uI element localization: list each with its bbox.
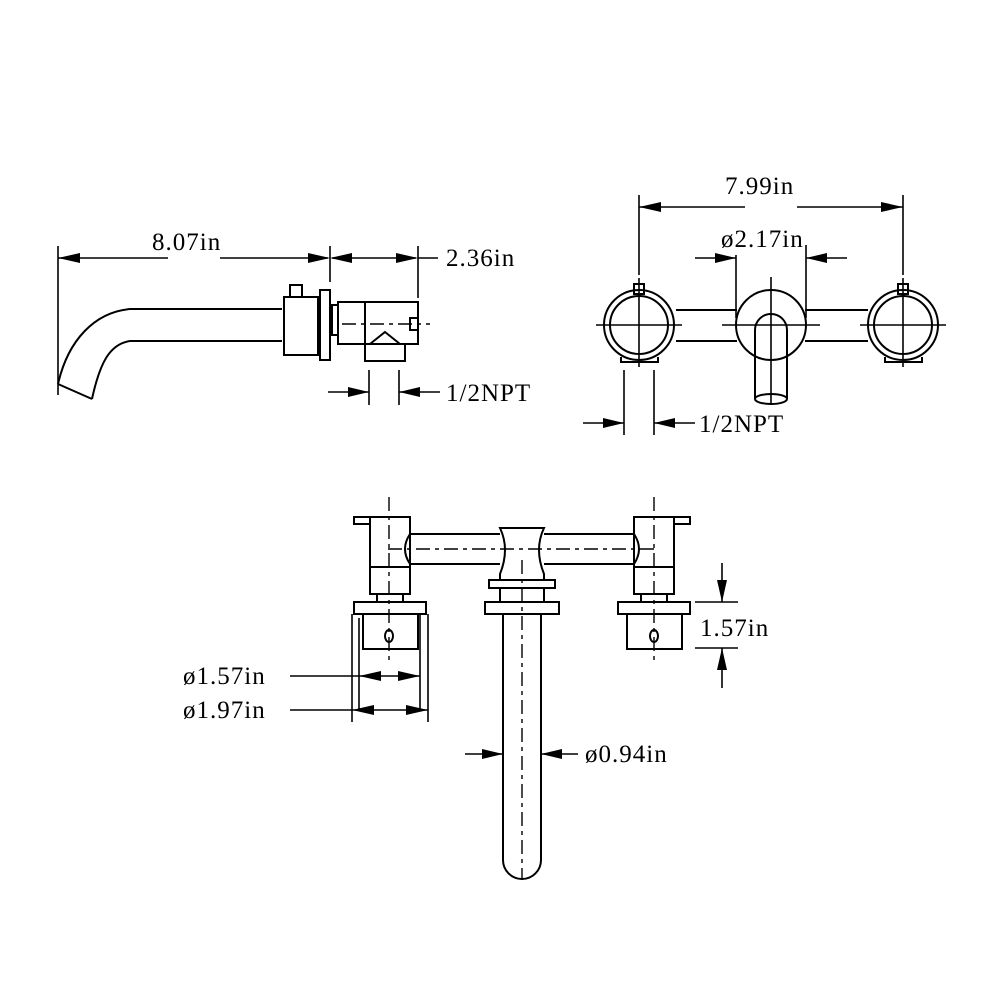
dim-handle-dia-outer: ø1.97in [183,697,266,724]
front-view [290,497,738,880]
dim-escutcheon-dia: ø2.17in [721,226,804,253]
dim-handle-dia-inner: ø1.57in [183,663,266,690]
dim-spout-dia: ø0.94in [585,741,668,768]
top-view [583,195,946,435]
dim-handle-height: 1.57in [700,615,770,642]
dim-handle-spread: 7.99in [725,173,795,200]
dim-spout-length: 8.07in [152,229,222,256]
dim-valve-depth: 2.36in [446,245,516,272]
side-view [57,246,440,405]
dim-top-inlet: 1/2NPT [699,411,785,438]
dim-side-inlet: 1/2NPT [446,380,532,407]
